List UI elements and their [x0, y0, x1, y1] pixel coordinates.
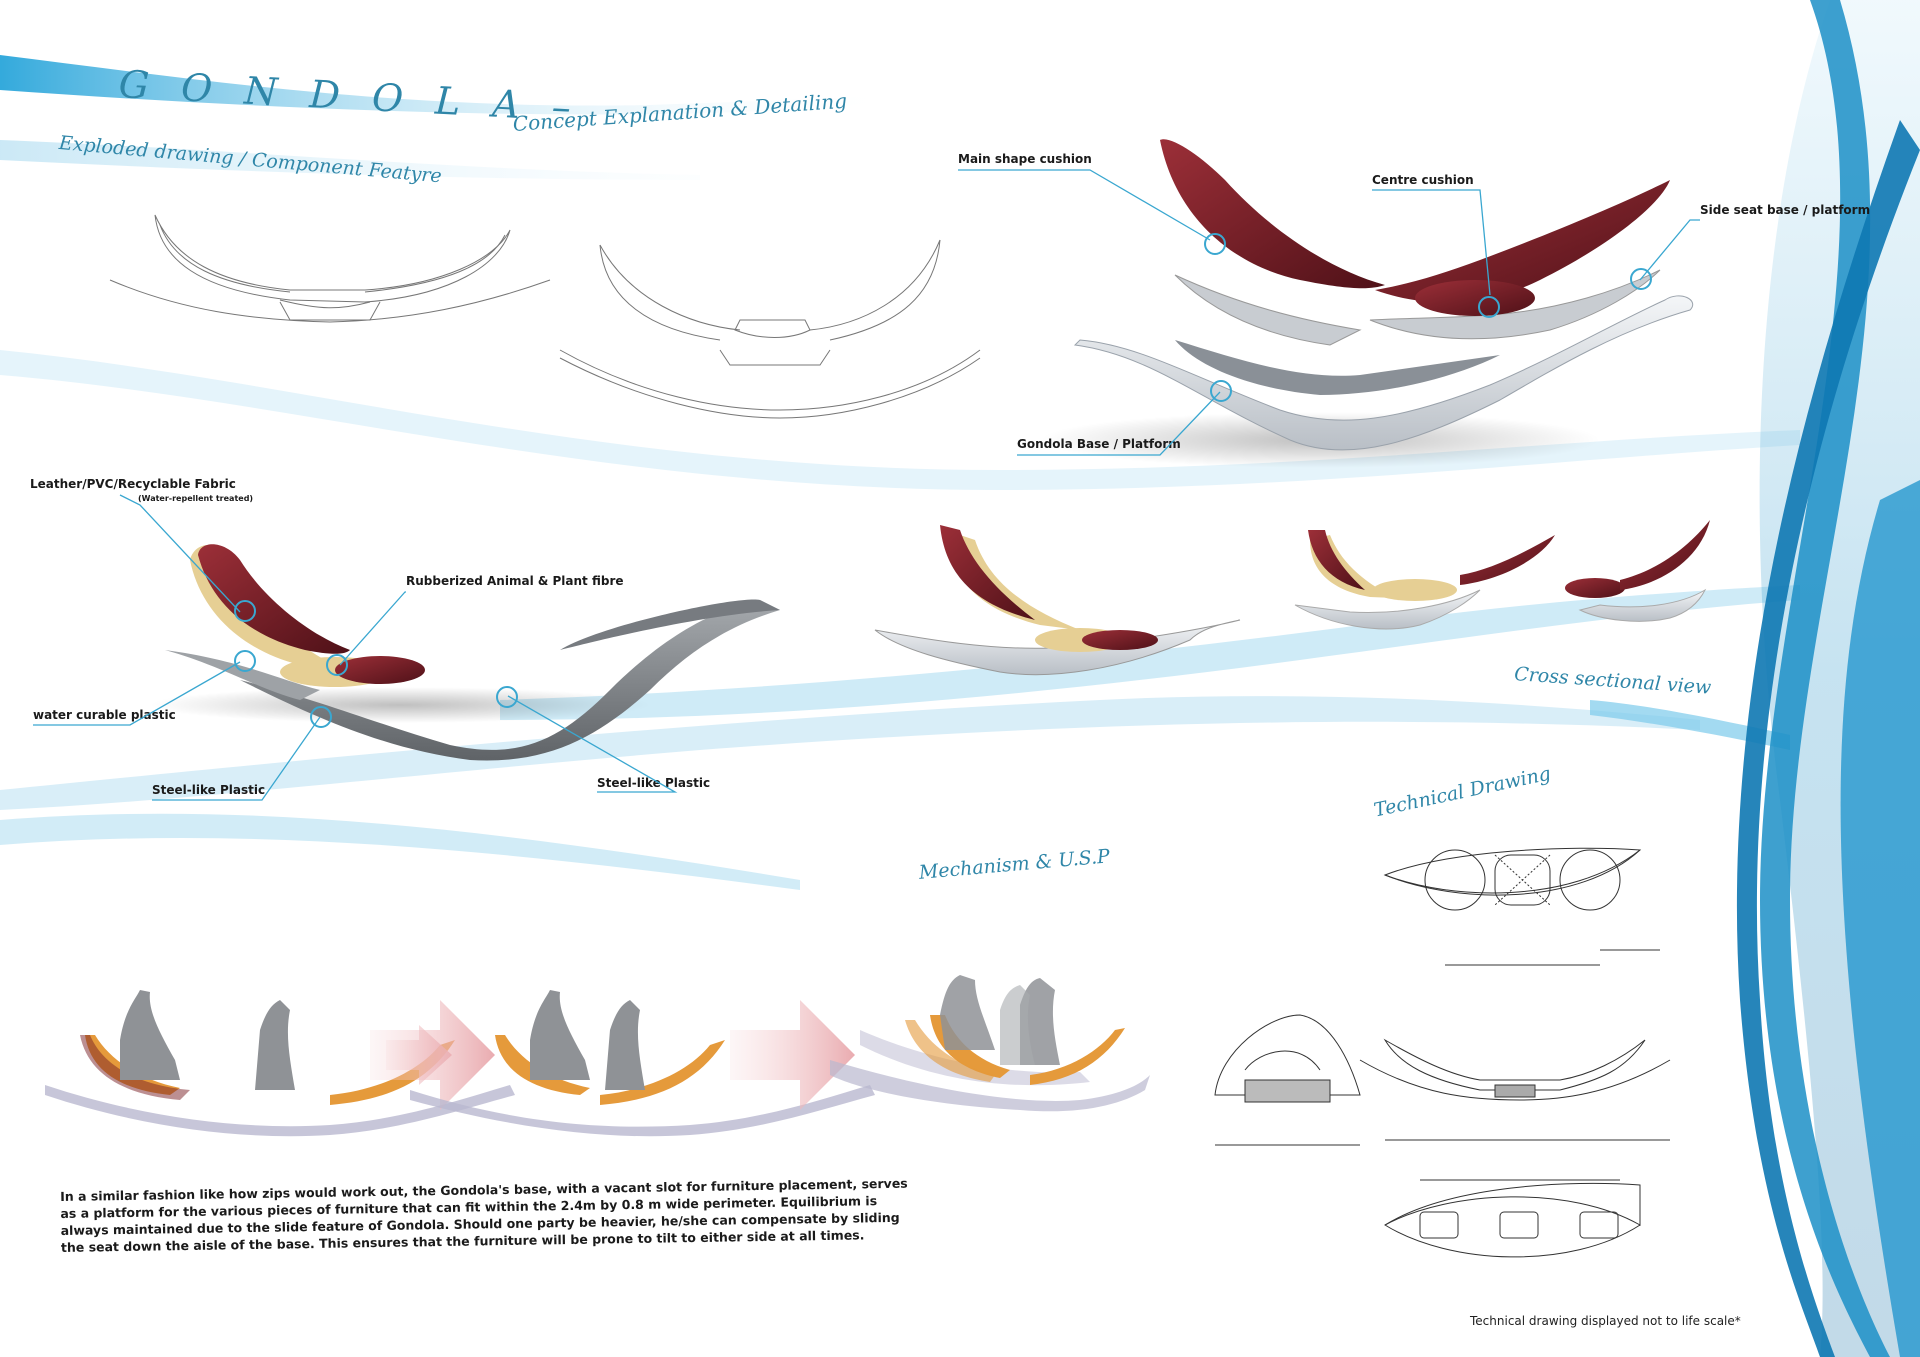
callout-marker [1478, 296, 1500, 318]
callout-marker [234, 600, 256, 622]
label-main-cushion: Main shape cushion [958, 152, 1092, 166]
callout-marker [310, 706, 332, 728]
callout-marker [326, 654, 348, 676]
callout-marker [496, 686, 518, 708]
label-gondola-base: Gondola Base / Platform [1017, 437, 1181, 451]
exploded-drawing-2 [559, 239, 981, 419]
label-fabric-note: (Water-repellent treated) [138, 494, 254, 503]
technical-footnote: Technical drawing displayed not to life … [1470, 1314, 1741, 1328]
label-centre-cushion: Centre cushion [1372, 173, 1474, 187]
exploded-drawing-1 [109, 214, 551, 323]
label-water-plastic: water curable plastic [33, 708, 176, 722]
label-fabric: Leather/PVC/Recyclable Fabric [30, 477, 236, 491]
label-steel-left: Steel-like Plastic [152, 783, 266, 797]
description-paragraph: In a similar fashion like how zips would… [60, 1175, 908, 1255]
mechanism-sequence [45, 975, 1150, 1137]
label-side-seat: Side seat base / platform [1700, 203, 1871, 217]
callout-marker [1210, 380, 1232, 402]
callout-marker [234, 650, 256, 672]
label-fibre: Rubberized Animal & Plant fibre [406, 574, 624, 588]
label-steel-right: Steel-like Plastic [597, 776, 711, 790]
callout-marker [1204, 233, 1226, 255]
callout-marker [1630, 268, 1652, 290]
technical-drawings [1214, 847, 1671, 1258]
